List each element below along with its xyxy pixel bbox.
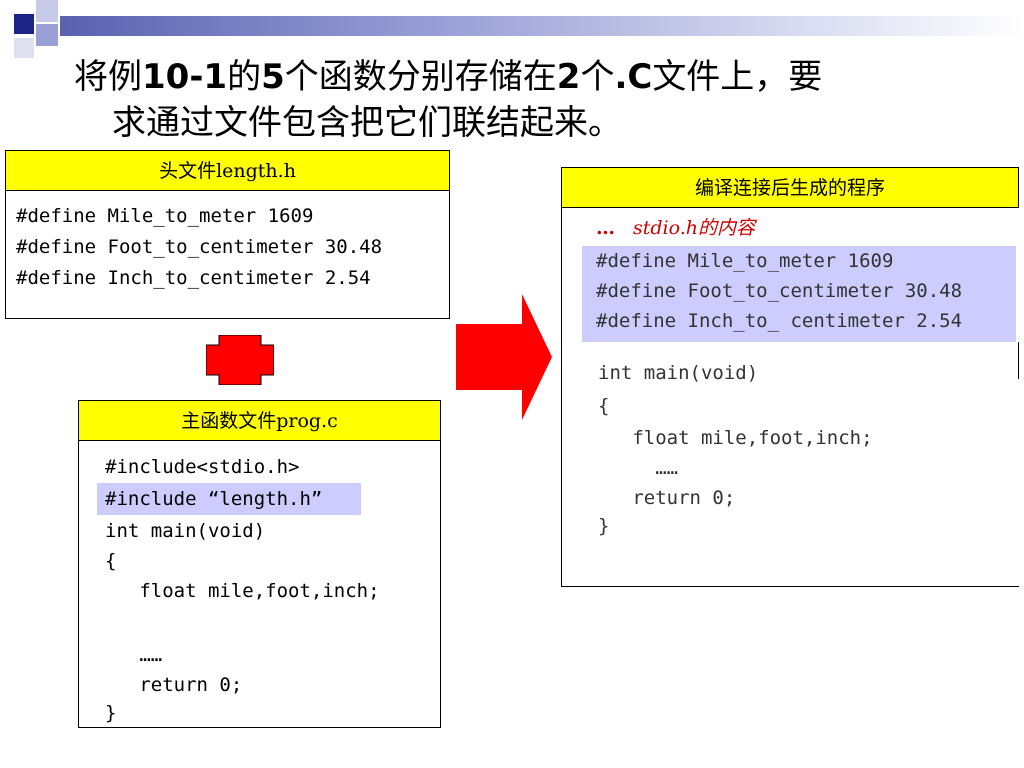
main-code-line: } <box>105 702 117 724</box>
main-code-line: #include<stdio.h> <box>105 456 300 478</box>
result-code-line: } <box>598 515 610 537</box>
page-title: 将例10-1的5个函数分别存储在2个.C文件上，要 求通过文件包含把它们联结起来… <box>74 54 994 146</box>
main-code-line: { <box>105 550 117 572</box>
decor-square-mid <box>36 24 58 46</box>
header-define-line: #define Mile_to_meter 1609 <box>16 205 314 227</box>
result-code-line: { <box>598 395 610 417</box>
result-program-title: 编译连接后生成的程序 <box>562 168 1019 208</box>
main-file-box: 主函数文件prog.c #include<stdio.h> #include “… <box>78 400 441 728</box>
header-file-box: 头文件length.h #define Mile_to_meter 1609 #… <box>5 150 450 319</box>
main-code-line: int main(void) <box>105 520 266 542</box>
stdio-note-line: … stdio.h的内容 <box>562 208 1019 246</box>
main-include-highlight: #include “length.h” <box>97 483 361 515</box>
result-code-line: return 0; <box>598 487 736 509</box>
header-define-line: #define Foot_to_centimeter 30.48 <box>16 236 383 258</box>
header-define-line: #define Inch_to_centimeter 2.54 <box>16 267 371 289</box>
plus-icon <box>206 335 274 385</box>
result-define-line: #define Foot_to_centimeter 30.48 <box>596 280 963 302</box>
result-define-line: #define Inch_to_ centimeter 2.54 <box>596 310 963 332</box>
stdio-note: stdio.h的内容 <box>633 217 756 239</box>
decor-header-bar <box>60 16 1024 36</box>
page-title-line2: 求通过文件包含把它们联结起来。 <box>112 103 622 143</box>
decor-square-navy <box>14 14 34 34</box>
stdio-ellipsis: … <box>596 217 615 239</box>
arrow-right-icon <box>456 294 552 420</box>
header-file-title: 头文件length.h <box>6 151 449 191</box>
main-file-title: 主函数文件prog.c <box>79 401 440 441</box>
result-code-line: float mile,foot,inch; <box>598 427 873 449</box>
result-program-box: 编译连接后生成的程序 … stdio.h的内容 #define Mile_to_m… <box>561 167 1019 587</box>
decor-square-light <box>36 0 58 22</box>
decor-square-pale <box>14 38 34 58</box>
define-highlight-block: #define Mile_to_meter 1609 #define Foot_… <box>582 246 1016 342</box>
result-define-line: #define Mile_to_meter 1609 <box>596 250 894 272</box>
result-code-block <box>562 342 1019 379</box>
result-code-line: …… <box>598 457 679 479</box>
result-code-line: int main(void) <box>598 362 759 384</box>
main-code-line <box>105 607 440 639</box>
main-code-line: float mile,foot,inch; <box>105 580 380 602</box>
main-code-line: …… <box>105 644 163 666</box>
main-code-line: return 0; <box>105 674 243 696</box>
